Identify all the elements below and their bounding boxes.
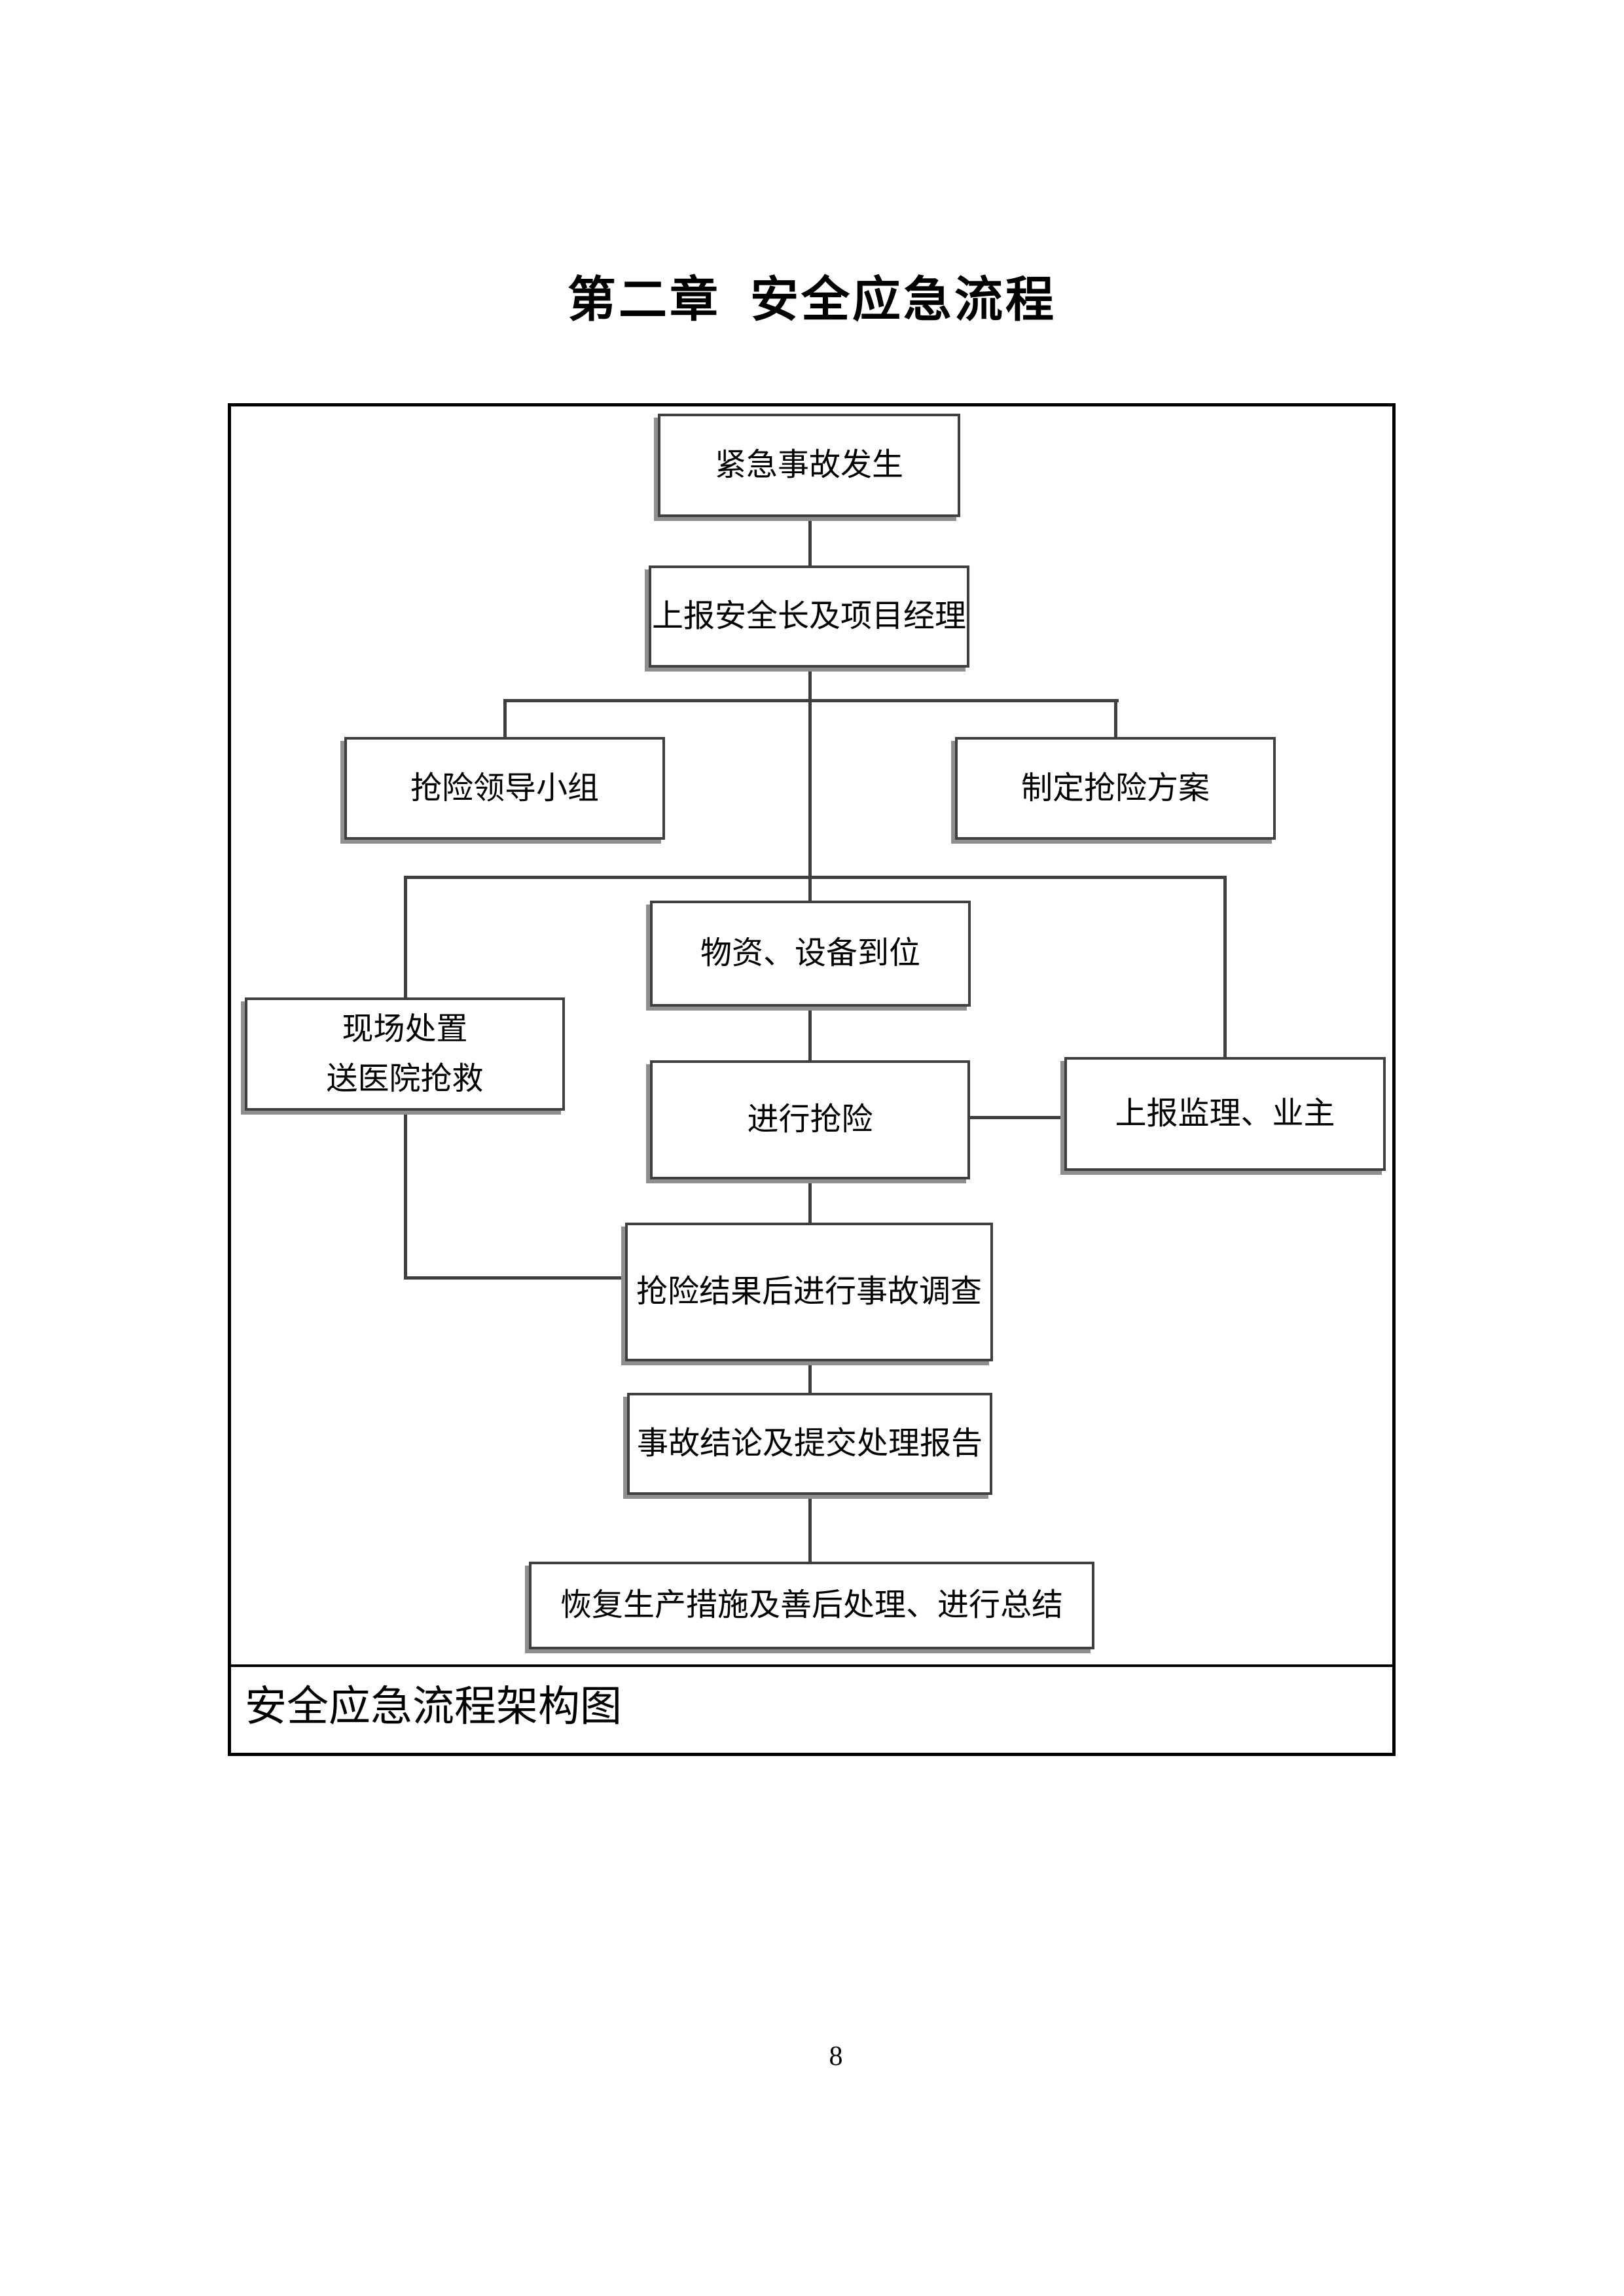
connector-split-right-stub xyxy=(1114,699,1117,740)
node-emergency-occurs: 紧急事故发生 xyxy=(658,414,960,517)
connector-report-to-materials xyxy=(808,666,812,903)
node-label: 抢险领导小组 xyxy=(410,770,599,806)
node-label: 事故结论及提交处理报告 xyxy=(636,1426,983,1461)
node-label-line2: 送医院抢救 xyxy=(326,1061,484,1096)
connector-rescue-to-supervisor xyxy=(969,1116,1067,1119)
chapter-title: 第二章 安全应急流程 xyxy=(568,274,1056,327)
node-label: 上报监理、业主 xyxy=(1115,1096,1335,1131)
node-site-treatment-hospital: 现场处置 送医院抢救 xyxy=(245,997,565,1111)
connector-branch-right-down xyxy=(1223,876,1227,1060)
connector-investigation-to-conclusion xyxy=(808,1360,812,1395)
node-rescue-leading-group: 抢险领导小组 xyxy=(344,737,665,840)
node-label: 制定抢险方案 xyxy=(1020,770,1210,806)
node-label: 恢复生产措施及善后处理、进行总结 xyxy=(560,1588,1063,1623)
node-label: 进行抢险 xyxy=(747,1102,873,1137)
connector-branch-horizontal xyxy=(404,876,1227,879)
node-recovery-and-summary: 恢复生产措施及善后处理、进行总结 xyxy=(529,1562,1094,1649)
connector-rescue-to-investigation xyxy=(808,1178,812,1225)
node-label: 抢险结果后进行事故调查 xyxy=(636,1274,982,1309)
connector-split-horizontal xyxy=(503,699,1119,702)
node-carry-out-rescue: 进行抢险 xyxy=(650,1060,970,1179)
page-number: 8 xyxy=(829,2041,843,2072)
node-label: 紧急事故发生 xyxy=(714,448,903,482)
node-label: 上报安全长及项目经理 xyxy=(651,599,966,634)
node-make-rescue-plan: 制定抢险方案 xyxy=(955,737,1276,840)
connector-split-left-stub xyxy=(503,699,507,740)
node-report-safety-chief-and-pm: 上报安全长及项目经理 xyxy=(649,565,969,668)
node-label-line1: 现场处置 xyxy=(342,1011,468,1047)
connector-branch-left-down xyxy=(404,876,407,1000)
node-materials-equipment-ready: 物资、设备到位 xyxy=(650,901,971,1007)
connector-conclusion-to-recovery xyxy=(808,1494,812,1564)
node-report-supervisor-owner: 上报监理、业主 xyxy=(1064,1057,1386,1171)
node-label: 物资、设备到位 xyxy=(700,936,920,971)
connector-elbow-to-investigation xyxy=(404,1276,628,1280)
connector-emergency-to-report xyxy=(808,516,812,568)
node-conclusion-and-report: 事故结论及提交处理报告 xyxy=(627,1393,992,1495)
connector-site-to-elbow xyxy=(404,1109,407,1280)
caption-strip xyxy=(228,1664,1396,1756)
figure-caption: 安全应急流程架构图 xyxy=(245,1683,622,1730)
connector-materials-to-rescue xyxy=(808,1005,812,1063)
node-accident-investigation: 抢险结果后进行事故调查 xyxy=(625,1223,993,1361)
